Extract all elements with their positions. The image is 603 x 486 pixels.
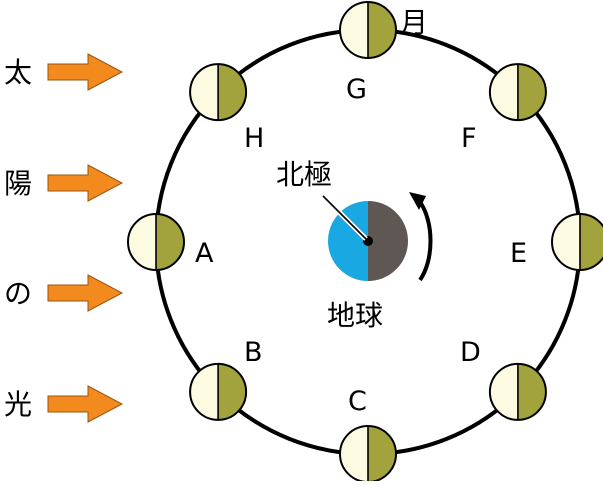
north-pole-pointer [322, 195, 367, 240]
moon-outline [551, 213, 603, 271]
sunlight-arrow [47, 164, 124, 202]
moon-dark-half [580, 214, 603, 270]
sunlight-arrow [47, 53, 124, 91]
position-label-c: C [348, 386, 367, 417]
moon-outline [488, 362, 547, 421]
moon-e [551, 213, 603, 271]
sunlight-label-char: の [4, 277, 32, 310]
moon-b [189, 362, 248, 421]
sunlight-group: 太 陽 の 光 [4, 53, 124, 423]
moon-dark-half [218, 363, 247, 420]
sunlight-arrow [47, 274, 124, 312]
position-label-e: E [510, 238, 527, 269]
moon-outline [189, 362, 248, 421]
moon-a [127, 213, 185, 271]
moon-f [488, 63, 547, 122]
moon-lit-half [489, 64, 518, 121]
sunlight-label-char: 太 [4, 56, 32, 89]
moon-d [488, 362, 547, 421]
moon-label: 月 [400, 6, 428, 39]
moon-outline [488, 63, 547, 122]
earth [321, 194, 410, 283]
moon-dark-half [218, 64, 247, 121]
rotation-arrow-shaft [418, 200, 433, 282]
moon-dark-half [517, 64, 546, 121]
moon-lit-half [340, 426, 368, 482]
position-label-b: B [244, 337, 263, 368]
moon-lit-half [190, 64, 219, 121]
moon-dark-half [517, 363, 546, 420]
earth-outline [326, 199, 410, 283]
position-label-d: D [460, 337, 481, 368]
moon-positions [127, 1, 603, 483]
position-label-g: G [346, 74, 367, 105]
moon-lit-half [489, 363, 518, 420]
position-label-a: A [195, 238, 214, 269]
position-label-f: F [461, 123, 477, 154]
position-label-h: H [244, 123, 264, 154]
moon-outline [339, 1, 397, 59]
rotation-arrow-head [409, 192, 426, 210]
moon-outline [127, 213, 185, 271]
moon-lit-half [340, 2, 368, 58]
moon-outline [189, 63, 248, 122]
moon-c [339, 425, 397, 483]
moon-lit-half [128, 214, 156, 270]
moon-dark-half [368, 426, 396, 482]
sunlight-label-char: 光 [4, 388, 32, 421]
moon-h [189, 63, 248, 122]
earth-label: 地球 [327, 299, 383, 332]
earth-night-side [368, 200, 409, 282]
moon-dark-half [156, 214, 184, 270]
moon-lit-half [552, 214, 580, 270]
sunlight-label-char: 陽 [4, 167, 32, 200]
sunlight-arrow [47, 385, 124, 423]
moon-g [339, 1, 397, 59]
moon-lit-half [190, 363, 219, 420]
moon-dark-half [368, 2, 396, 58]
north-pole-label: 北極 [276, 158, 332, 191]
